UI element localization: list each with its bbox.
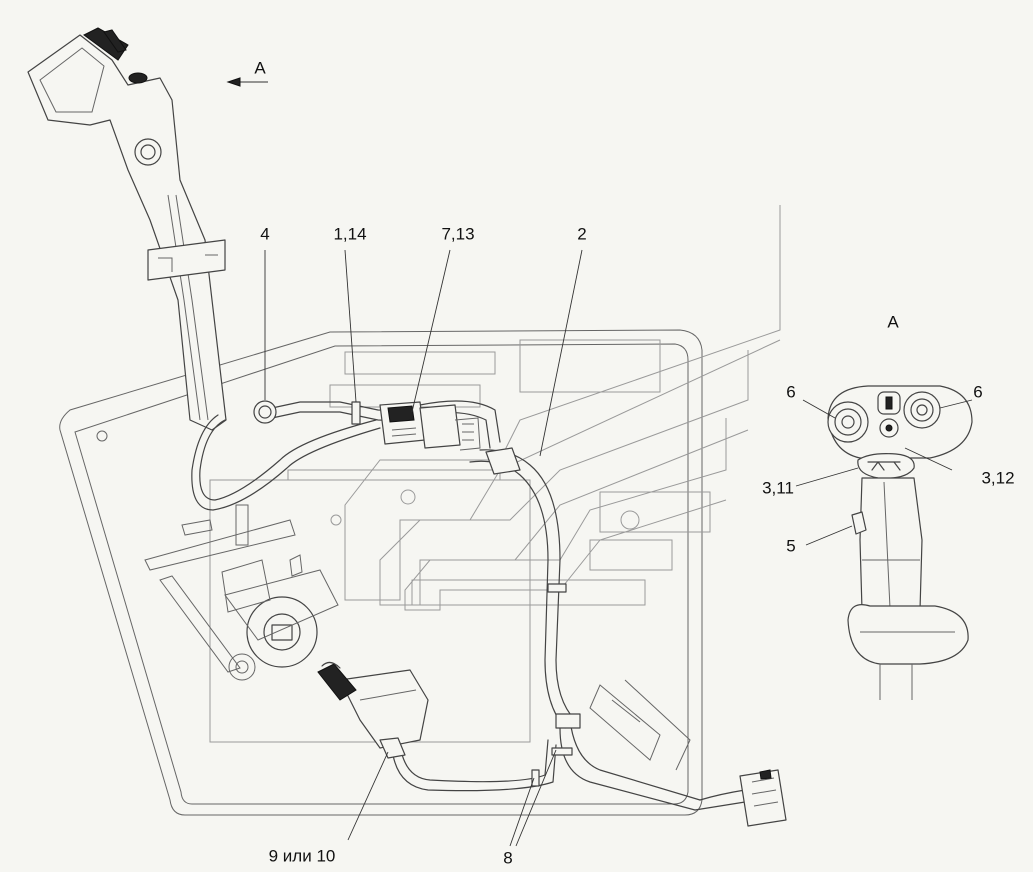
callout-3-11: 3,11 (762, 478, 794, 498)
callout-9-or-10: 9 или 10 (268, 846, 336, 866)
detail-view-grip (827, 385, 973, 700)
housing-panel (59, 329, 703, 816)
callout-3-12: 3,12 (981, 468, 1015, 488)
callout-2: 2 (577, 224, 587, 244)
leader-lines (264, 249, 973, 847)
callout-6-right: 6 (973, 382, 983, 402)
detail-view-label-a: А (887, 312, 899, 332)
view-arrow-a (226, 77, 268, 87)
output-connector (739, 769, 787, 827)
callout-6-left: 6 (786, 382, 796, 402)
view-label-a: А (254, 58, 266, 78)
chevron-ribs (287, 205, 781, 611)
callout-5: 5 (786, 536, 796, 556)
connector-7-13 (379, 401, 481, 451)
callout-7-13: 7,13 (441, 224, 475, 244)
callout-8: 8 (503, 848, 513, 868)
micro-switch (317, 661, 429, 759)
control-lever (27, 27, 227, 431)
callout-1-14: 1,14 (333, 224, 367, 244)
lower-mechanism (144, 504, 339, 681)
callout-4: 4 (260, 224, 270, 244)
sensor-4 (253, 400, 277, 424)
